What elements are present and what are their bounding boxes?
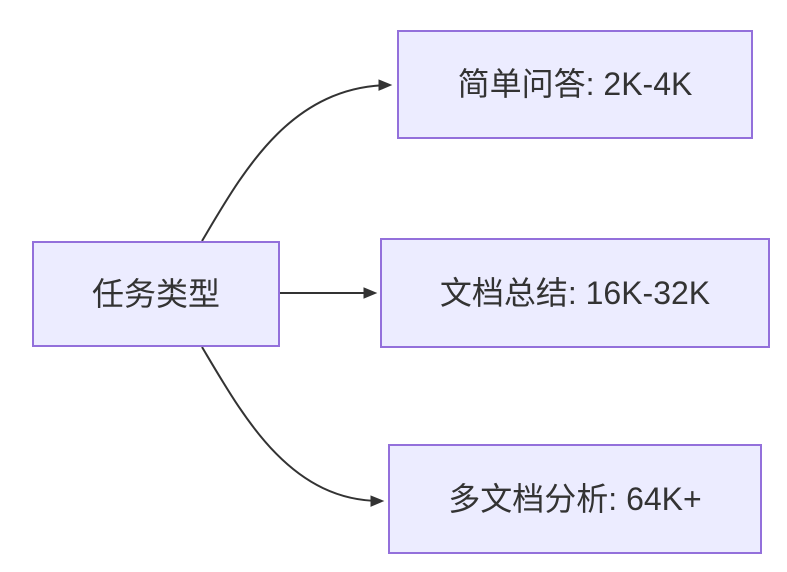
node-simple-qa-label: 简单问答: 2K-4K [457,66,693,103]
edge-root-to-simple-qa [201,79,393,242]
node-doc-summary: 文档总结: 16K-32K [380,238,770,348]
node-doc-summary-label: 文档总结: 16K-32K [439,274,711,311]
node-multi-doc: 多文档分析: 64K+ [388,444,762,554]
edge-root-to-multi-doc [201,346,385,507]
node-simple-qa: 简单问答: 2K-4K [397,30,753,139]
node-task-type: 任务类型 [32,241,280,347]
node-task-type-label: 任务类型 [91,275,220,312]
node-multi-doc-label: 多文档分析: 64K+ [448,480,702,517]
